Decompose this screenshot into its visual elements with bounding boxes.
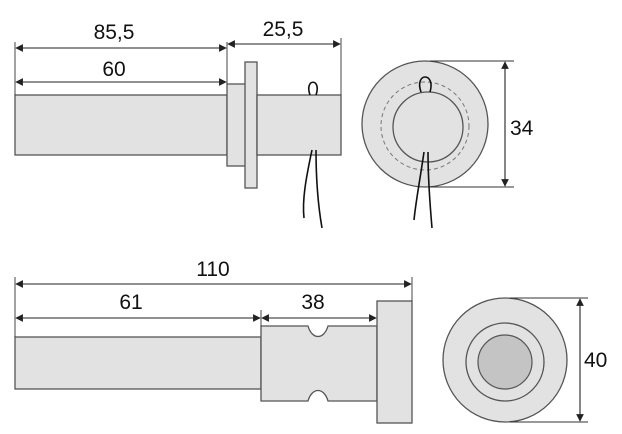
top-shank (14, 94, 228, 156)
bottom-body (260, 325, 378, 402)
top-wire-loop (307, 81, 319, 96)
top-side-view (14, 61, 342, 229)
top-dimensions: 85,5 60 25,5 (14, 18, 342, 95)
top-wire-left (302, 149, 313, 219)
top-end-hidden (380, 81, 470, 171)
top-head (256, 94, 342, 156)
label-diameter-bottom: 40 (584, 349, 607, 372)
top-end-view: 34 (361, 60, 534, 229)
bottom-flange (376, 300, 413, 424)
label-shank-length-bottom: 61 (119, 291, 142, 314)
label-overall-length-bottom: 110 (196, 258, 229, 281)
top-end-wire-right (427, 151, 433, 229)
top-end-wire-loop (418, 76, 432, 93)
top-end-inner (392, 91, 464, 163)
top-collar (226, 83, 248, 167)
top-wire-right (315, 149, 323, 229)
label-body-length-bottom: 38 (301, 291, 324, 314)
label-diameter-top: 34 (510, 117, 534, 140)
bottom-shank (14, 336, 262, 390)
label-head-length-top: 25,5 (263, 18, 304, 41)
label-overall-length-top: 85,5 (94, 21, 135, 44)
bottom-dimensions: 110 61 38 (14, 258, 413, 337)
top-flange (244, 61, 258, 189)
top-end-wire-left (413, 151, 425, 221)
bottom-end-view: 40 (442, 297, 607, 423)
bottom-side-view (14, 300, 413, 424)
bottom-end-core (477, 334, 533, 390)
label-shank-length-top: 60 (102, 58, 125, 81)
